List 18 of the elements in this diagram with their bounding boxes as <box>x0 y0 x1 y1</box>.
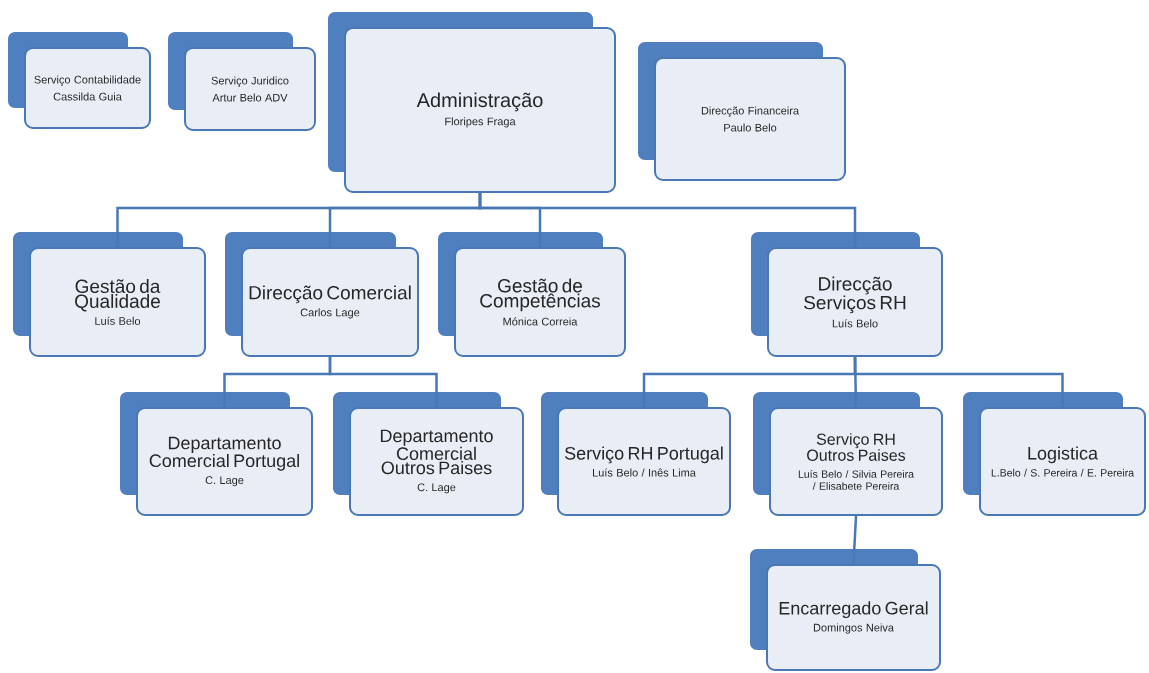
org-box: Gestão da Qualidade Luís Belo <box>13 232 206 357</box>
org-box: Gestão de Competências Mónica Correia <box>438 232 626 357</box>
org-box: Serviço RH Outros Paises Luís Belo / Silvia Pereira / Elisabete Pereira <box>753 392 943 516</box>
org-box: Serviço Contabilidade Cassilda Guia <box>8 32 151 129</box>
org-box: Direcção Comercial Carlos Lage <box>225 232 419 357</box>
org-box: Departamento Comercial Outros Paises C. Lage <box>333 392 524 516</box>
connector-line <box>328 357 438 407</box>
org-box: Departamento Comercial Portugal C. Lage <box>120 392 313 516</box>
org-box: Serviço Juridico Artur Belo ADV <box>168 32 316 131</box>
org-box: Encarregado Geral Domingos Neiva <box>750 549 941 671</box>
connector-line <box>852 515 858 565</box>
connector-line <box>478 193 857 247</box>
org-box: Serviço RH Portugal Luís Belo / Inês Lima <box>541 392 731 516</box>
org-box: Direcção Financeira Paulo Belo <box>638 42 846 181</box>
connector-line <box>853 357 1064 407</box>
org-box: Logistica L.Belo / S. Pereira / E. Pereira <box>963 392 1146 516</box>
org-box: Direcção Serviços RH Luís Belo <box>751 232 943 357</box>
org-box: Administração Floripes Fraga <box>328 12 616 193</box>
